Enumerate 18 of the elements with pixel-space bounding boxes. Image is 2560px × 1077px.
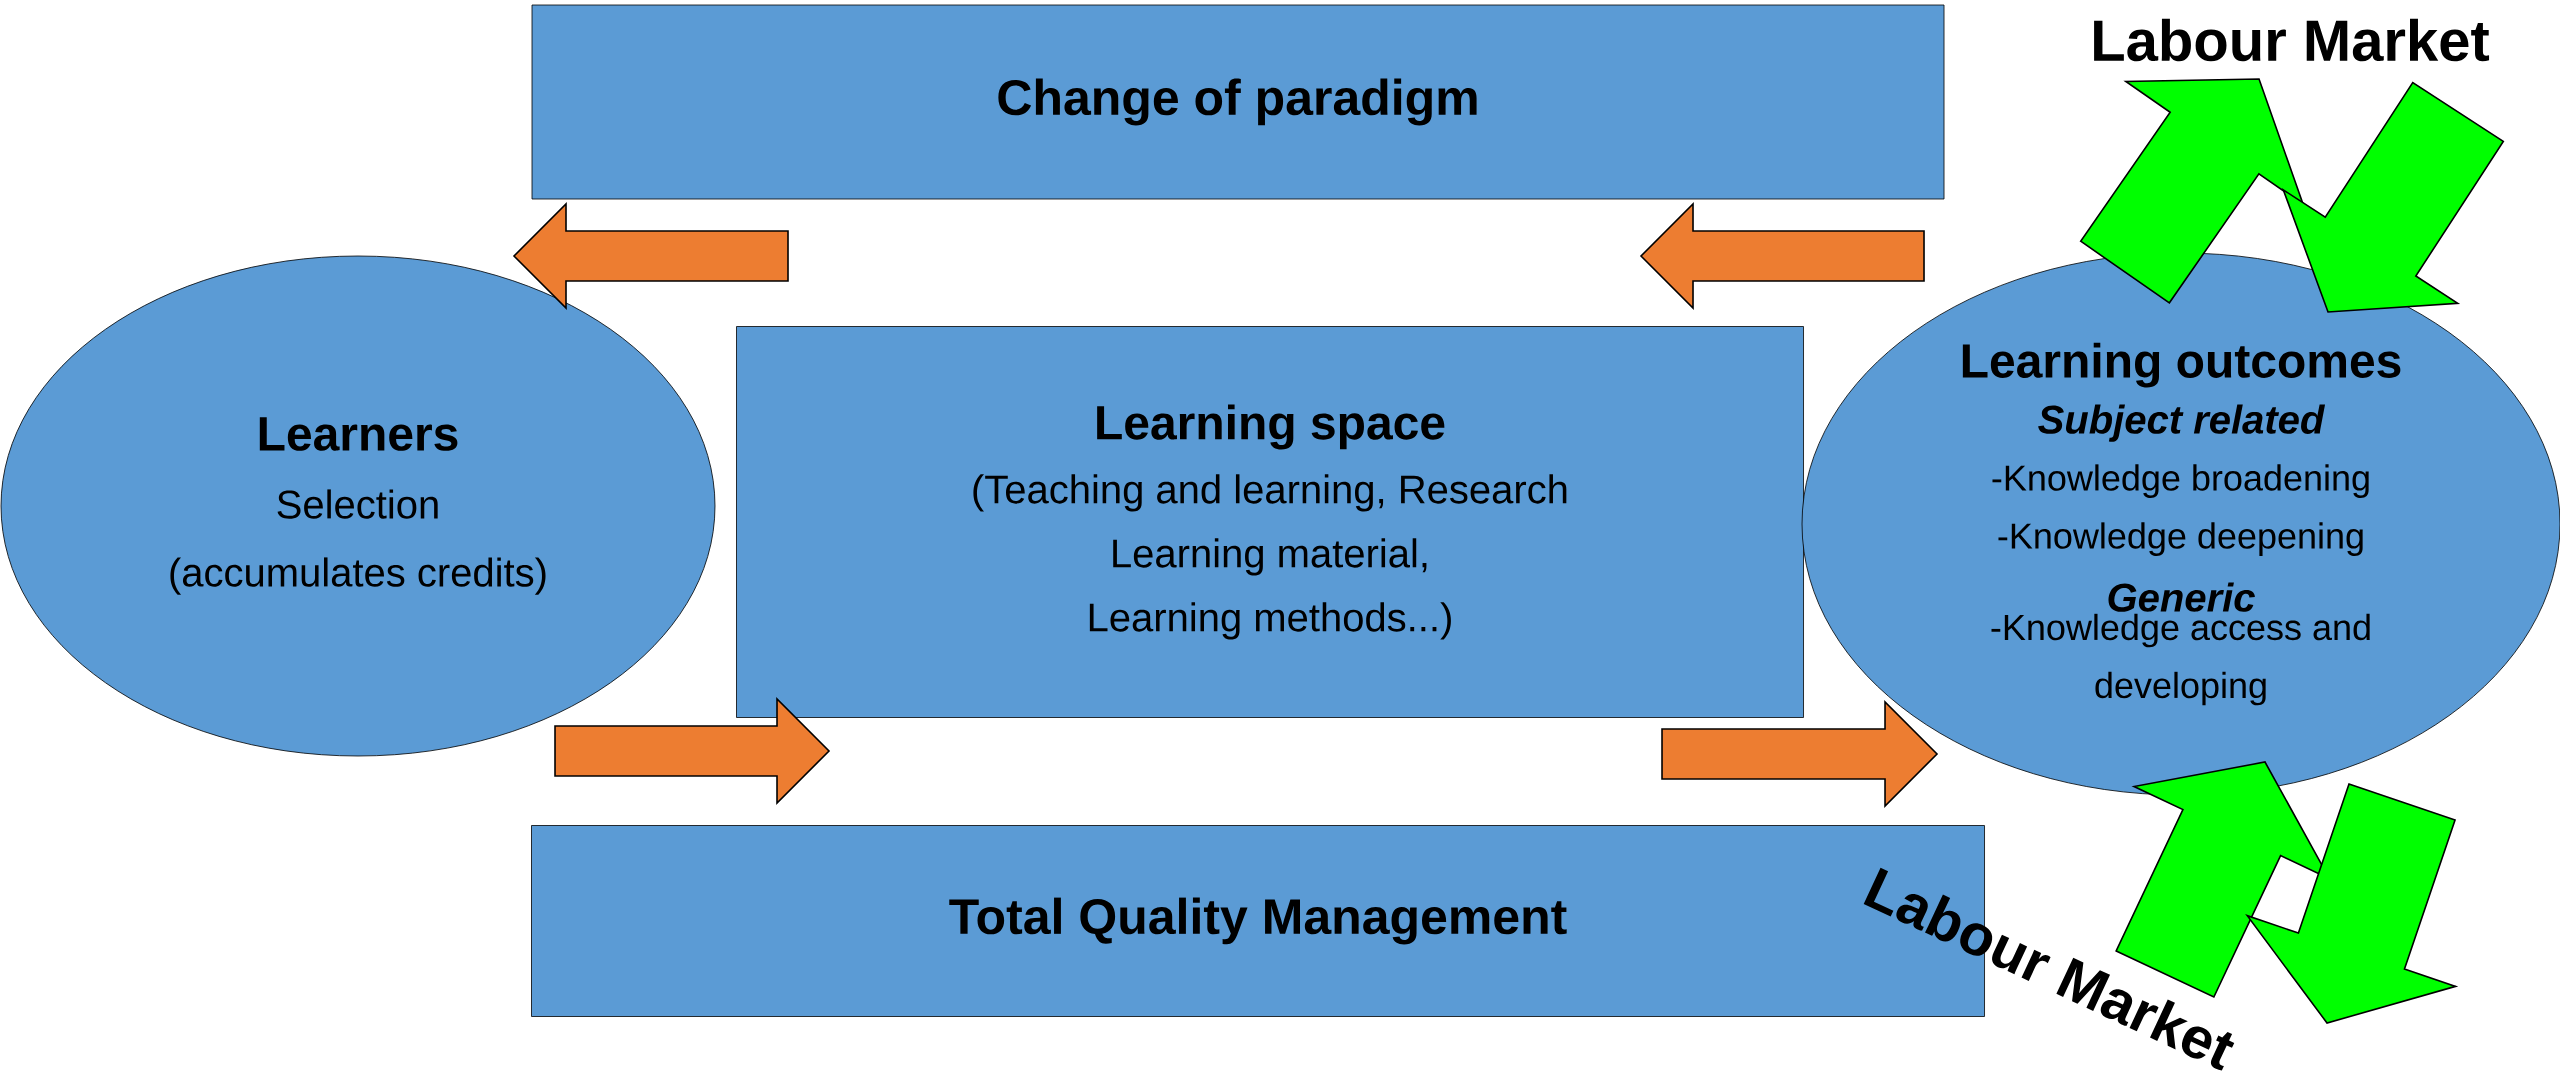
ellipse-node: Learners Selection (accumulates credits) bbox=[0, 255, 716, 757]
block-arrow bbox=[1661, 700, 1939, 808]
block-arrow bbox=[512, 202, 789, 310]
node-label: Learning outcomes bbox=[1962, 342, 2401, 388]
block-arrow bbox=[2281, 81, 2505, 313]
node-label: -Knowledge broadening bbox=[1992, 464, 2369, 498]
node-label: -Knowledge deepening bbox=[1998, 522, 2363, 556]
node-label: Subject related bbox=[2038, 404, 2326, 442]
block-arrow bbox=[2245, 783, 2459, 1024]
ellipse-node: Learning outcomes Subject related -Knowledge broadening -Knowledge deepening Generic -Knowledge access and developing bbox=[1801, 252, 2560, 796]
process-box: Learning space (Teaching and learning, Research Learning material, Learning methods...) bbox=[736, 326, 1804, 718]
block-arrow bbox=[2079, 78, 2305, 304]
process-box: Change of paradigm bbox=[531, 4, 1945, 200]
node-label: -Knowledge access and developing bbox=[1991, 613, 2370, 706]
node-label: Generic bbox=[2108, 582, 2255, 612]
block-arrow bbox=[554, 697, 831, 805]
block-arrow bbox=[1639, 202, 1925, 310]
heading-label: Labour Market bbox=[2094, 18, 2490, 62]
